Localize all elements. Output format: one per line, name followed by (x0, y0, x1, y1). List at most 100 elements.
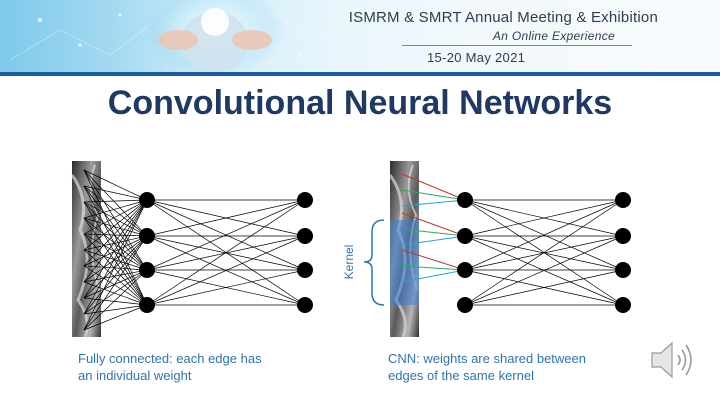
hidden-edge (464, 199, 624, 271)
hidden-node (457, 297, 473, 313)
input-edge (83, 201, 148, 271)
input-edge (83, 249, 148, 306)
input-edge (83, 304, 148, 331)
input-edge (83, 233, 148, 271)
input-edge (83, 169, 148, 306)
banner-underline (0, 72, 720, 76)
input-edge (83, 199, 148, 203)
input-edge (83, 199, 148, 315)
kernel-edge (401, 269, 466, 283)
input-edge (83, 269, 148, 331)
input-edge (83, 281, 148, 306)
input-edge (83, 265, 148, 271)
kernel-edge (401, 265, 466, 271)
input-edge (83, 269, 148, 315)
hidden-edge (146, 269, 306, 306)
hidden-node (139, 228, 155, 244)
hidden-node (139, 262, 155, 278)
input-edge (83, 235, 148, 267)
input-edge (83, 169, 148, 237)
input-edge (83, 265, 148, 306)
input-edge (83, 304, 148, 315)
kernel-highlight (390, 220, 419, 305)
banner-artwork (9, 0, 351, 75)
slide-title: Convolutional Neural Networks (107, 84, 613, 122)
input-edge (83, 185, 148, 201)
left-caption-line1: Fully connected: each edge has (78, 351, 262, 366)
output-node (297, 297, 313, 313)
input-edge (83, 235, 148, 251)
kernel-edge (401, 235, 466, 246)
hidden-edge (464, 199, 624, 237)
hidden-edge (464, 199, 624, 306)
output-node (615, 228, 631, 244)
input-edge (83, 235, 148, 299)
input-edge (83, 185, 148, 271)
output-node (297, 192, 313, 208)
input-edge (83, 199, 148, 331)
kernel-edge (401, 173, 466, 201)
banner-divider (402, 45, 632, 46)
kernel-edge (401, 249, 466, 271)
input-edge (83, 199, 148, 267)
kernel-edge (401, 199, 466, 207)
output-node (615, 297, 631, 313)
hidden-edge (146, 199, 306, 271)
input-edge (83, 235, 148, 331)
right-input-image (388, 161, 419, 338)
input-edge (83, 185, 148, 306)
input-edge (83, 217, 148, 271)
hidden-node (457, 228, 473, 244)
hidden-node (457, 262, 473, 278)
kernel-edge (401, 212, 466, 237)
input-edge (83, 199, 148, 299)
input-edge (83, 233, 148, 237)
left-network-edges (83, 169, 306, 331)
hidden-edge (146, 235, 306, 306)
hidden-node (139, 192, 155, 208)
left-caption-line2: an individual weight (78, 368, 192, 383)
kernel-label: Kernel (342, 245, 356, 280)
right-caption: CNN: weights are shared between edges of… (388, 350, 628, 384)
input-edge (83, 201, 148, 306)
output-node (615, 262, 631, 278)
input-edge (83, 185, 148, 237)
hidden-edge (464, 235, 624, 271)
conference-dates: 15-20 May 2021 (427, 50, 526, 65)
input-edge (83, 269, 148, 283)
right-caption-line1: CNN: weights are shared between (388, 351, 586, 366)
hidden-node (139, 297, 155, 313)
hidden-edge (146, 199, 306, 237)
conference-subtitle: An Online Experience (492, 29, 615, 43)
left-caption: Fully connected: each edge has an indivi… (78, 350, 308, 384)
hidden-edge (464, 235, 624, 306)
output-node (297, 262, 313, 278)
kernel-edge (401, 189, 466, 201)
input-edge (83, 297, 148, 306)
speaker-icon[interactable] (648, 338, 700, 382)
conference-banner: ISMRM & SMRT Annual Meeting & Exhibition… (0, 0, 720, 76)
input-edge (83, 235, 148, 315)
hidden-edge (146, 235, 306, 271)
input-edge (83, 235, 148, 283)
output-node (297, 228, 313, 244)
input-edge (83, 269, 148, 299)
input-edge (83, 233, 148, 306)
right-network-edges (401, 173, 624, 306)
right-caption-line2: edges of the same kernel (388, 368, 534, 383)
input-edge (83, 199, 148, 219)
hidden-node (457, 192, 473, 208)
right-network-nodes (457, 192, 631, 313)
input-edge (83, 217, 148, 237)
kernel-edge (401, 228, 466, 237)
input-edge (83, 169, 148, 201)
input-edge (83, 199, 148, 251)
hidden-edge (146, 199, 306, 306)
input-edge (83, 199, 148, 235)
input-edge (83, 199, 148, 283)
kernel-bracket (363, 219, 385, 306)
input-edge (83, 201, 148, 237)
input-edge (83, 249, 148, 271)
